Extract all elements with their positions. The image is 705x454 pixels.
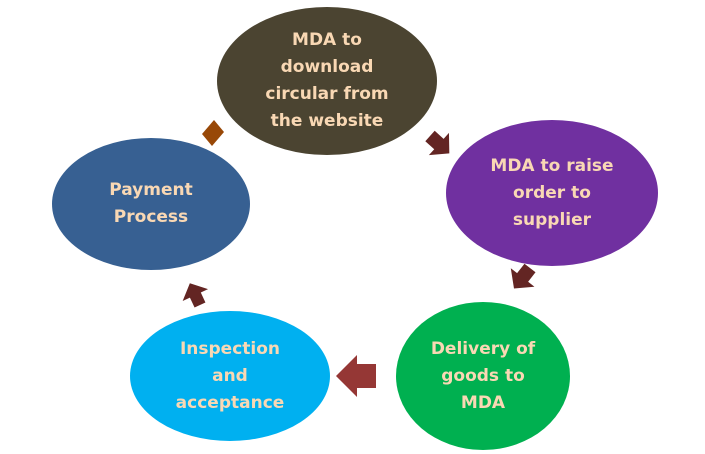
node-payment [52,138,250,270]
arrow-download-to-raise-order-icon [425,130,450,156]
label-download: MDA to download circular from the websit… [265,30,389,131]
arrow-delivery-to-inspection-icon [336,355,376,397]
label-inspection: Inspection and acceptance [175,338,285,413]
arrow-inspection-to-payment-icon [182,283,209,308]
label-raise-order: MDA to raise order to supplier [490,155,614,230]
arrow-raise-order-to-delivery-icon [510,263,536,289]
node-delivery [396,302,570,450]
node-raise-order [446,120,658,266]
node-inspection [130,311,330,441]
label-delivery: Delivery of goods to MDA [430,338,536,413]
label-payment: Payment Process [109,180,193,227]
diamond-payment-to-download-icon [202,120,224,146]
node-download [217,7,437,155]
